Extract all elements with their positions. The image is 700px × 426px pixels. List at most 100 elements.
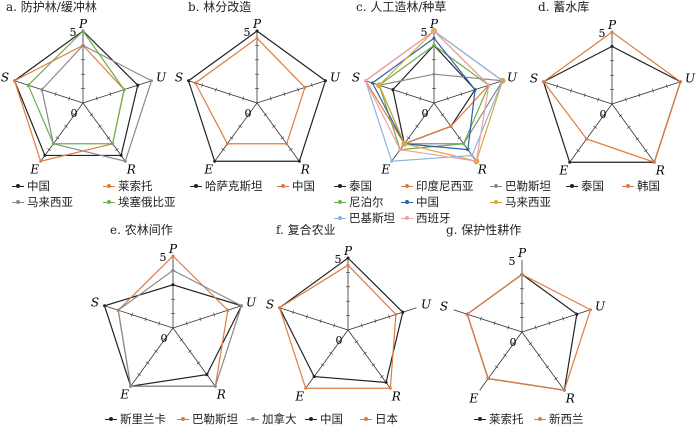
legend-item: 中国 [401, 194, 439, 210]
data-point [462, 142, 466, 146]
data-point [391, 88, 395, 92]
axis-tick [601, 114, 606, 118]
axis-line-E [130, 327, 174, 387]
scale-min-label: 0 [600, 108, 607, 121]
legend-marker-icon [247, 415, 259, 423]
data-point [401, 140, 408, 147]
legend-marker-icon [474, 415, 486, 423]
axis-label-S: S [91, 296, 99, 310]
axis-tick [354, 340, 359, 344]
scale-min-label: 0 [245, 107, 252, 120]
axis-label-E: E [203, 162, 213, 176]
axis-line-S [453, 309, 523, 333]
legend-item: 中国 [12, 178, 50, 194]
legend-item: 埃塞俄比亚 [103, 194, 176, 210]
axis-tick [228, 92, 231, 97]
axis-label-S: S [266, 298, 274, 312]
axis-label-R: R [216, 387, 226, 401]
axis-tick [406, 136, 411, 140]
legend-marker-icon [105, 415, 117, 423]
axis-line-S [279, 307, 349, 331]
legend-item: 巴基斯坦 [334, 210, 395, 226]
legend-item: 泰国 [334, 178, 372, 194]
series-line [194, 37, 306, 145]
legend-label: 中国 [416, 195, 439, 209]
axis-label-E: E [558, 163, 568, 177]
legend-label: 泰国 [581, 179, 604, 193]
axis-line-R [82, 102, 126, 162]
legend-marker-icon [334, 198, 346, 206]
axis-label-U: U [685, 72, 696, 86]
scale-max-label: 5 [421, 26, 428, 39]
legend-item: 莱索托 [103, 178, 153, 194]
axis-tick [440, 113, 445, 117]
legend-marker-icon [622, 182, 634, 190]
axis-label-U: U [421, 298, 432, 312]
axis-tick [419, 96, 422, 101]
axis-line-R [611, 103, 655, 163]
legend-marker-icon [103, 198, 115, 206]
axis-tick [644, 149, 648, 153]
axis-tick [457, 136, 462, 140]
axis-tick [54, 92, 57, 97]
axis-tick [280, 136, 285, 140]
axis-line-U [256, 80, 326, 104]
legend-marker-icon [401, 214, 413, 222]
axis-tick [415, 124, 419, 128]
series-line [41, 44, 153, 162]
axis-tick [624, 97, 627, 102]
legend-label: 新西兰 [549, 412, 584, 426]
legend-marker-icon [103, 182, 115, 190]
data-point [376, 82, 383, 89]
data-point [398, 148, 402, 152]
data-point [40, 88, 44, 92]
axis-line-U [172, 305, 242, 329]
data-point [486, 377, 490, 381]
data-point [610, 30, 614, 34]
axis-line-E [479, 331, 523, 391]
data-point [205, 373, 209, 377]
axis-tick [374, 319, 377, 324]
axis-tick [635, 137, 640, 141]
legend-item: 印度尼西亚 [401, 178, 474, 194]
legend-marker-icon [334, 214, 346, 222]
data-point [568, 160, 572, 164]
axis-label-S: S [1, 71, 9, 85]
axis-tick [405, 92, 408, 97]
data-point [193, 81, 197, 85]
axis-tick [371, 363, 376, 367]
data-point [370, 81, 374, 85]
data-point [303, 85, 307, 89]
data-point [542, 80, 546, 84]
axis-label-U: U [330, 71, 341, 85]
legend-item: 中国 [305, 411, 343, 426]
axis-tick [263, 113, 268, 117]
axis-tick [554, 377, 558, 381]
axis-line-E [391, 102, 435, 162]
legend-item: 马来西亚 [12, 194, 73, 210]
data-point [466, 148, 470, 152]
data-point [304, 386, 308, 390]
legend-marker-icon [305, 415, 317, 423]
axis-label-R: R [391, 389, 401, 403]
data-point [346, 256, 350, 260]
axis-tick [109, 92, 112, 97]
scale-min-label: 0 [336, 334, 343, 347]
data-point [449, 124, 453, 128]
axis-tick [179, 338, 184, 342]
data-point [129, 384, 133, 388]
series-line [117, 269, 243, 387]
legend-label: 中国 [27, 179, 50, 193]
data-point [213, 384, 217, 388]
axis-tick [310, 83, 313, 88]
data-point [432, 36, 436, 40]
axis-label-S: S [530, 72, 538, 86]
series-line [13, 30, 139, 157]
axis-label-R: R [126, 162, 136, 176]
axis-tick [528, 342, 533, 346]
legend-marker-icon [534, 415, 546, 423]
series-line [364, 30, 490, 162]
data-point [226, 308, 230, 312]
axis-tick [137, 373, 141, 377]
axis-label-P: P [607, 18, 617, 32]
